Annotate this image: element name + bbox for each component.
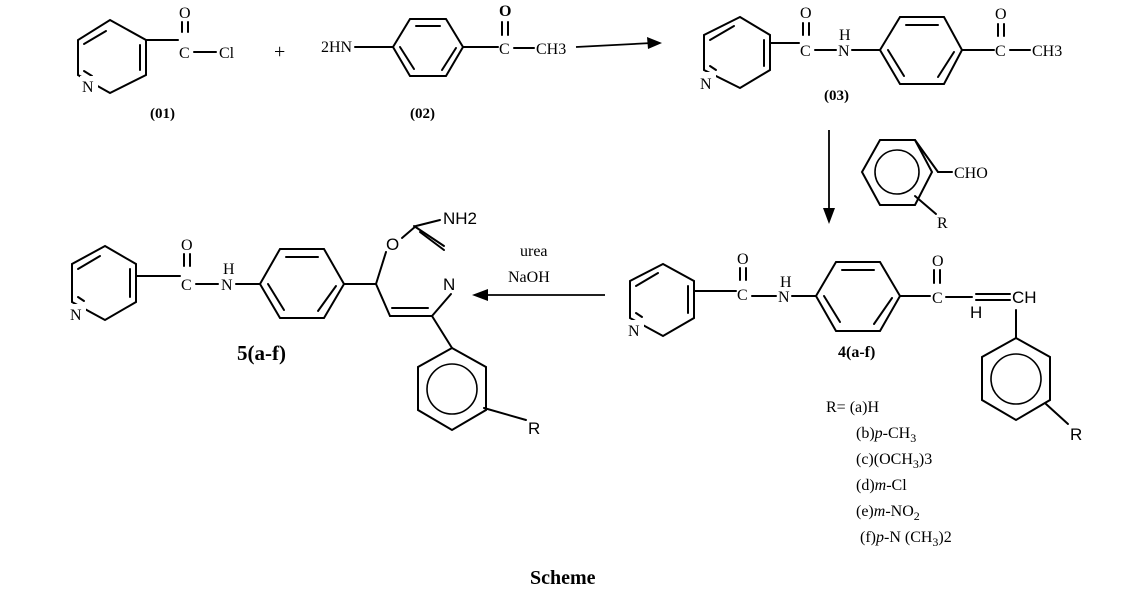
amide-h-label: H xyxy=(839,27,851,44)
ketone-o-label: O xyxy=(995,6,1007,23)
amide-n-label: N xyxy=(838,43,850,60)
ketone-o-label: O xyxy=(932,253,944,270)
ketone-o-label: O xyxy=(499,3,511,20)
reaction-arrow-1 xyxy=(575,37,662,49)
substituent-intro: R= (a)H xyxy=(826,399,879,416)
methyl-label: CH3 xyxy=(536,41,566,58)
amine-label: 2HN xyxy=(321,39,353,56)
benzene-ring-03 xyxy=(878,16,964,85)
scheme-caption: Scheme xyxy=(530,567,596,589)
ring-nitrogen-label: N xyxy=(443,275,455,294)
substituent-item: (f)p-N (CH3)2 xyxy=(860,529,952,549)
compound-03-label: (03) xyxy=(824,88,849,104)
aryl-ring-5 xyxy=(417,346,487,432)
amide-o-label: O xyxy=(737,251,749,268)
oxazine-ring xyxy=(375,225,452,317)
nh2-label: NH2 xyxy=(443,209,477,228)
substituent-item: (d)m-Cl xyxy=(856,477,907,494)
pyridine-ring-03 xyxy=(703,15,771,90)
amide-n-label: N xyxy=(778,289,790,306)
amide-c-label: C xyxy=(737,287,748,304)
carbonyl-o-label: O xyxy=(179,5,191,22)
amide-h-label: H xyxy=(223,261,235,278)
substituent-item: (c)(OCH3)3 xyxy=(856,451,932,471)
substituent-items: (b)p-CH3 (c)(OCH3)3 (d)m-Cl (e)m-NO2 (f)p-N … xyxy=(856,425,952,549)
benzene-ring-4 xyxy=(814,261,902,332)
benzene-ring-02 xyxy=(391,18,465,77)
ketone-c-label: C xyxy=(499,41,510,58)
pyridine-ring-4 xyxy=(629,262,695,338)
ring-oxygen-label: O xyxy=(386,235,399,254)
reaction-arrow-3: urea NaOH xyxy=(472,243,605,301)
benzene-ring-5 xyxy=(258,248,346,319)
aldehyde-cho-label: CHO xyxy=(954,165,988,182)
ketone-c-label: C xyxy=(932,290,943,307)
reagent-naoh: NaOH xyxy=(508,269,550,286)
methyl-label: CH3 xyxy=(1032,43,1062,60)
amide-o-label: O xyxy=(181,237,193,254)
carbonyl-c-label: C xyxy=(179,45,190,62)
substituent-item: (b)p-CH3 xyxy=(856,425,916,445)
compound-4: N O C H N O C H CH R 4(a-f) xyxy=(626,251,1082,444)
compound-02: 2HN O C CH3 (02) xyxy=(321,3,566,122)
reagent-urea: urea xyxy=(520,243,548,260)
pyridine-n-label: N xyxy=(70,307,82,324)
pyridine-n-label: N xyxy=(700,76,712,93)
compound-5-label: 5(a-f) xyxy=(237,341,286,365)
substituent-list: R= (a)H (b)p-CH3 (c)(OCH3)3 (d)m-Cl (e)m-NO… xyxy=(826,399,952,549)
pyridine-n-label: N xyxy=(628,323,640,340)
aryl-r-label: R xyxy=(1070,425,1082,444)
amide-c-label: C xyxy=(800,43,811,60)
compound-03: N O C H N O C CH3 (03) xyxy=(698,5,1062,104)
ketone-c-label: C xyxy=(995,43,1006,60)
pyridine-n-label: N xyxy=(82,79,94,96)
vinyl-h-label: H xyxy=(970,303,982,322)
aryl-r-label: R xyxy=(528,419,540,438)
reaction-arrow-2 xyxy=(823,130,835,224)
chloride-label: Cl xyxy=(219,45,235,62)
vinyl-ch-label: CH xyxy=(1012,288,1037,307)
compound-5: N O C H N O N NH2 xyxy=(68,209,540,438)
compound-02-label: (02) xyxy=(410,106,435,122)
pyridine-ring-5 xyxy=(71,244,137,322)
compound-01: N O C Cl (01) xyxy=(77,5,235,122)
amide-c-label: C xyxy=(181,277,192,294)
amide-h-label: H xyxy=(780,274,792,291)
aldehyde-r-label: R xyxy=(937,215,948,232)
amide-o-label: O xyxy=(800,5,812,22)
aryl-ring-4 xyxy=(981,336,1051,422)
substituent-item: (e)m-NO2 xyxy=(856,503,920,523)
compound-4-label: 4(a-f) xyxy=(838,344,875,361)
substituted-benzaldehyde: CHO R xyxy=(860,139,988,232)
plus-sign: + xyxy=(274,41,285,63)
amide-n-label: N xyxy=(221,277,233,294)
compound-01-label: (01) xyxy=(150,106,175,122)
